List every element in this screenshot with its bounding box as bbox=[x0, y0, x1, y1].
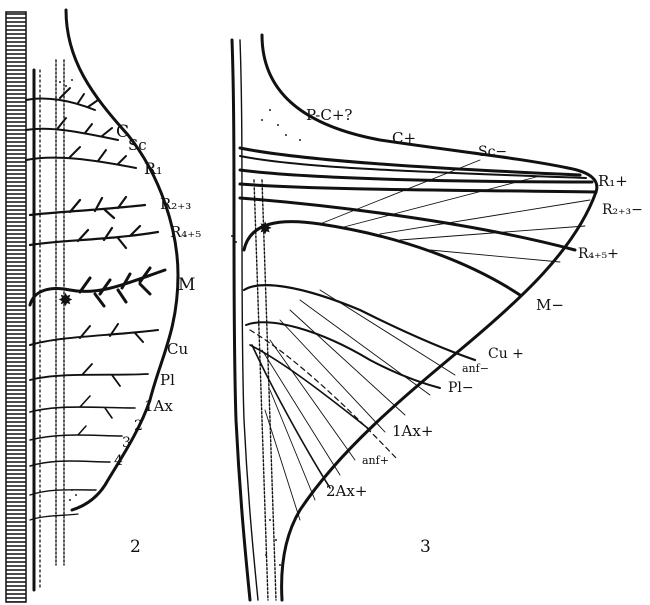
fig3-label-m: M− bbox=[536, 296, 564, 314]
fig3-label-r1: R₁+ bbox=[598, 172, 628, 190]
fig3-vein-2ax bbox=[252, 345, 330, 488]
figure-3-wing: ✸ bbox=[231, 35, 597, 600]
fig2-label-sc: Sc bbox=[128, 136, 147, 154]
fig2-star: ✸ bbox=[58, 290, 73, 311]
fig3-label-1ax: 1Ax+ bbox=[392, 422, 433, 440]
fig2-trachea-3 bbox=[30, 461, 110, 466]
fig2-number: 2 bbox=[130, 537, 141, 557]
fig2-label-2: 2 bbox=[134, 418, 143, 434]
fig3-label-sc: Sc− bbox=[478, 144, 507, 160]
fig3-label-anf1: anf− bbox=[462, 362, 489, 375]
fig2-trachea-2 bbox=[30, 426, 122, 440]
figure-2-wing-pad: ✸ bbox=[6, 10, 178, 602]
fig2-label-3: 3 bbox=[122, 435, 131, 451]
fig2-label-r45: R₄₊₅ bbox=[170, 223, 201, 241]
fig3-star: ✸ bbox=[258, 219, 272, 239]
fig3-label-pl: Pl− bbox=[448, 380, 474, 396]
fig2-label-r1: R₁ bbox=[144, 159, 162, 178]
fig2-label-m: M bbox=[178, 275, 195, 295]
fig2-label-cu: Cu bbox=[167, 340, 188, 358]
fig3-label-r23: R₂₊₃− bbox=[602, 202, 643, 218]
fig2-trachea-r23 bbox=[30, 197, 145, 218]
fig3-label-pc: P-C+? bbox=[306, 106, 352, 124]
fig2-trachea-c bbox=[26, 88, 98, 110]
fig3-label-r45: R₄₊₅+ bbox=[578, 246, 619, 262]
fig2-trachea-m bbox=[30, 268, 165, 306]
fig2-body-edge bbox=[6, 12, 26, 602]
fig3-vein-m bbox=[244, 222, 520, 295]
fig3-label-2ax: 2Ax+ bbox=[326, 482, 367, 500]
fig3-number: 3 bbox=[420, 537, 431, 557]
fig2-trachea-5 bbox=[30, 514, 78, 520]
fig3-vein-pl bbox=[246, 322, 440, 388]
fig3-trunk-left bbox=[254, 180, 268, 600]
fig2-label-r23: R₂₊₃ bbox=[160, 195, 191, 213]
fig2-trachea-pl bbox=[30, 364, 148, 386]
fig3-label-c: C+ bbox=[392, 129, 416, 147]
fig2-label-pl: Pl bbox=[160, 371, 175, 389]
fig2-trachea-r1 bbox=[26, 147, 136, 168]
fig2-trachea-1ax bbox=[30, 396, 135, 418]
fig3-label-anf2: anf+ bbox=[362, 454, 389, 467]
fig3-label-cu: Cu + bbox=[488, 346, 524, 362]
fig2-label-1ax: 1Ax bbox=[144, 397, 173, 415]
fig2-label-4: 4 bbox=[114, 453, 123, 469]
fig2-trachea-r45 bbox=[30, 226, 158, 248]
fig2-trachea-cu bbox=[30, 324, 158, 345]
